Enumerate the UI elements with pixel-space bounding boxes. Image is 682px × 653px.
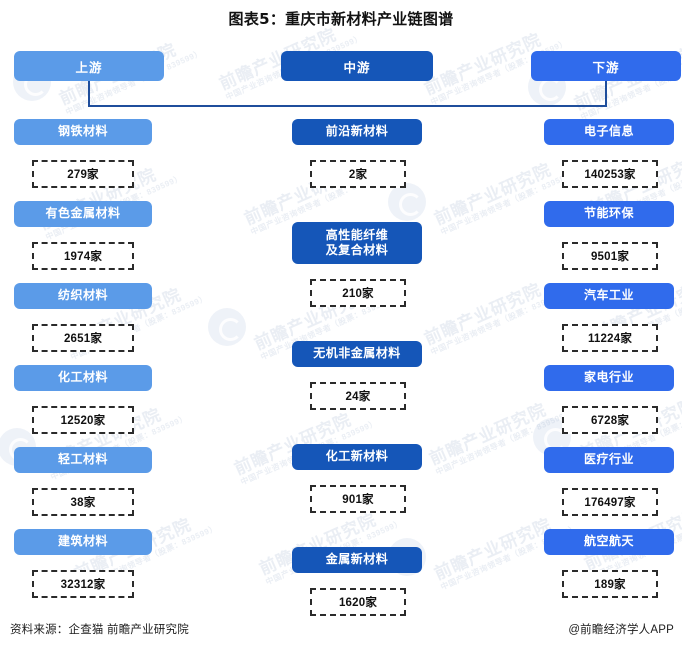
tier-header-upstream[interactable]: 上游	[14, 51, 164, 81]
count-downstream-2: 9501家	[562, 242, 658, 270]
node-label-line: 电子信息	[583, 124, 634, 139]
count-upstream-1: 279家	[32, 160, 134, 188]
node-label-line: 及复合材料	[325, 243, 389, 257]
count-midstream-4: 901家	[310, 485, 406, 513]
tier-header-downstream[interactable]: 下游	[531, 51, 681, 81]
node-label-line: 节能环保	[583, 206, 634, 221]
count-upstream-4: 12520家	[32, 406, 134, 434]
node-label-line: 前沿新材料	[325, 124, 389, 139]
node-downstream-4[interactable]: 家电行业	[544, 365, 674, 391]
node-label-line: 钢铁材料	[57, 124, 108, 139]
connector-horizontal	[88, 105, 607, 107]
node-downstream-5[interactable]: 医疗行业	[544, 447, 674, 473]
node-label-line: 轻工材料	[57, 452, 108, 467]
node-midstream-1[interactable]: 前沿新材料	[292, 119, 422, 145]
node-downstream-6[interactable]: 航空航天	[544, 529, 674, 555]
brand-note: @前瞻经济学人APP	[568, 624, 674, 636]
node-upstream-2[interactable]: 有色金属材料	[14, 201, 152, 227]
count-upstream-3: 2651家	[32, 324, 134, 352]
count-midstream-2: 210家	[310, 279, 406, 307]
node-label-line: 纺织材料	[57, 288, 108, 303]
node-label-line: 高性能纤维	[325, 227, 389, 242]
node-upstream-1[interactable]: 钢铁材料	[14, 119, 152, 145]
node-label-line: 家电行业	[583, 370, 634, 385]
count-downstream-5: 176497家	[562, 488, 658, 516]
node-label-line: 无机非金属材料	[313, 346, 401, 361]
node-label-line: 医疗行业	[583, 452, 634, 467]
node-label-line: 化工材料	[57, 370, 108, 385]
node-label-line: 汽车工业	[583, 288, 634, 303]
node-label-line: 航空航天	[583, 534, 634, 549]
count-downstream-1: 140253家	[562, 160, 658, 188]
node-midstream-4[interactable]: 化工新材料	[292, 444, 422, 470]
node-downstream-1[interactable]: 电子信息	[544, 119, 674, 145]
tier-header-midstream[interactable]: 中游	[281, 51, 433, 81]
node-label-line: 金属新材料	[325, 552, 389, 567]
node-midstream-2[interactable]: 高性能纤维及复合材料	[292, 222, 422, 264]
node-label-line: 化工新材料	[325, 449, 389, 464]
node-downstream-3[interactable]: 汽车工业	[544, 283, 674, 309]
node-midstream-5[interactable]: 金属新材料	[292, 547, 422, 573]
count-upstream-6: 32312家	[32, 570, 134, 598]
connector-vertical-left	[88, 81, 90, 107]
count-downstream-6: 189家	[562, 570, 658, 598]
source-note: 资料来源：企查猫 前瞻产业研究院	[10, 624, 189, 636]
count-downstream-4: 6728家	[562, 406, 658, 434]
count-midstream-3: 24家	[310, 382, 406, 410]
connector-vertical-right	[605, 81, 607, 107]
page-title: 图表5：重庆市新材料产业链图谱	[228, 10, 454, 28]
node-upstream-3[interactable]: 纺织材料	[14, 283, 152, 309]
node-upstream-4[interactable]: 化工材料	[14, 365, 152, 391]
node-upstream-5[interactable]: 轻工材料	[14, 447, 152, 473]
node-downstream-2[interactable]: 节能环保	[544, 201, 674, 227]
count-downstream-3: 11224家	[562, 324, 658, 352]
count-midstream-1: 2家	[310, 160, 406, 188]
node-upstream-6[interactable]: 建筑材料	[14, 529, 152, 555]
count-upstream-2: 1974家	[32, 242, 134, 270]
node-label-line: 有色金属材料	[45, 206, 121, 221]
node-midstream-3[interactable]: 无机非金属材料	[292, 341, 422, 367]
count-midstream-5: 1620家	[310, 588, 406, 616]
count-upstream-5: 38家	[32, 488, 134, 516]
node-label-line: 建筑材料	[57, 534, 108, 549]
